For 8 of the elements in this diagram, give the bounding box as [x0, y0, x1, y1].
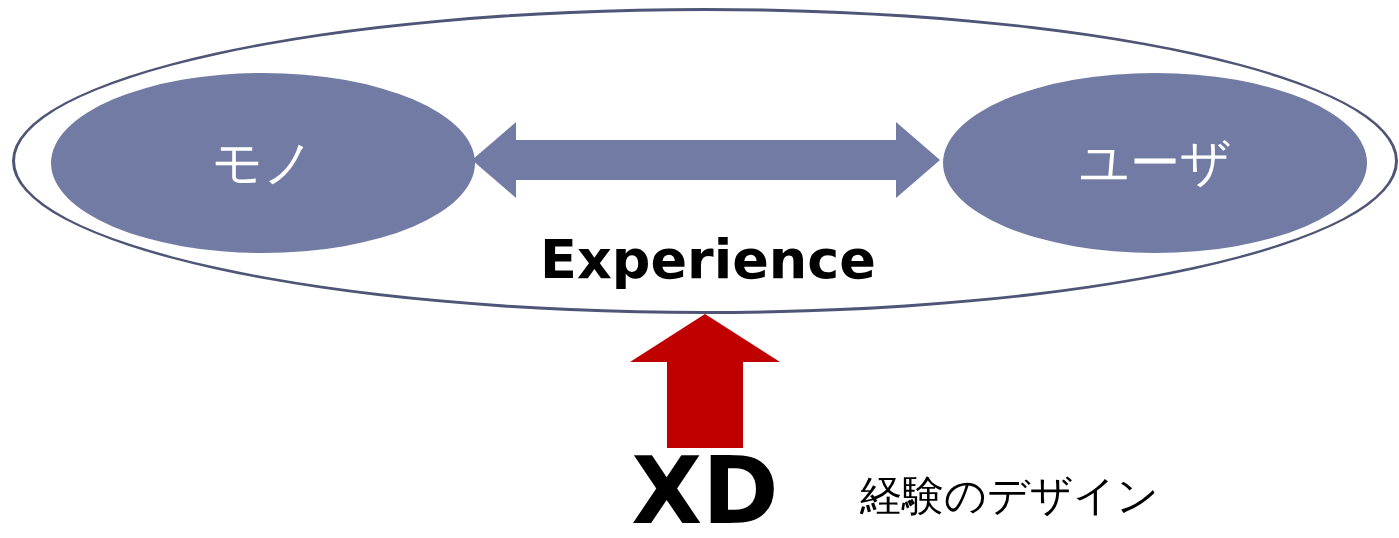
oval: モノ	[51, 73, 475, 253]
experience-label: Experience	[539, 229, 877, 291]
caption-text: 経験のデザイン	[860, 470, 1159, 522]
oval: ユーザ	[943, 73, 1367, 253]
xd-heading: XD	[610, 448, 800, 536]
arrow	[630, 314, 780, 448]
outer-ellipse	[12, 8, 1398, 314]
double-arrow	[472, 122, 940, 198]
